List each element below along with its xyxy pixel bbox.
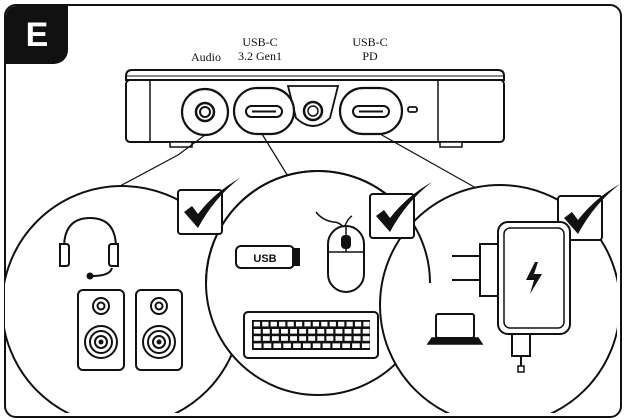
keyboard-key <box>281 336 288 341</box>
keyboard-key <box>317 329 325 334</box>
check-icon <box>369 182 432 239</box>
keyboard-key <box>321 321 328 327</box>
power-adapter-icon <box>452 221 571 373</box>
keyboard-key <box>332 343 341 348</box>
keyboard-key <box>290 329 297 334</box>
keyboard-key <box>326 336 334 341</box>
keyboard-key <box>363 321 370 327</box>
keyboard-key <box>253 321 261 327</box>
usb-c-gen1-port <box>232 86 296 136</box>
keyboard-key <box>299 329 307 334</box>
keyboard-key <box>362 336 370 341</box>
keyboard-key <box>253 336 261 341</box>
keyboard-key <box>335 329 343 334</box>
status-led <box>407 106 418 113</box>
keyboard-key <box>353 329 361 334</box>
keyboard-key <box>271 336 279 341</box>
keyboard-key <box>329 321 336 327</box>
keyboard-key <box>253 329 261 334</box>
audio-port-label: Audio <box>191 50 221 64</box>
keyboard-icon <box>243 311 379 359</box>
usb-stick-label: USB <box>253 253 276 265</box>
keyboard-key <box>263 343 272 348</box>
keyboard-key <box>273 343 282 348</box>
keyboard-key <box>253 343 262 348</box>
keyboard-key <box>262 336 270 341</box>
keyboard-key <box>344 336 352 341</box>
audio-port <box>180 87 230 137</box>
keyboard-key <box>279 321 286 327</box>
power-button <box>302 100 324 122</box>
keyboard-key <box>361 343 370 348</box>
keyboard-key <box>281 329 288 334</box>
keyboard-key <box>262 329 270 334</box>
keyboard-key <box>304 321 311 327</box>
keyboard-key <box>262 321 269 327</box>
usb-stick-icon: USB <box>235 245 300 269</box>
keyboard-key <box>326 329 334 334</box>
keyboard-key <box>312 321 320 327</box>
keyboard-key <box>354 321 362 327</box>
keyboard-key <box>322 343 331 348</box>
speaker-icon <box>77 289 125 371</box>
usb-c-pd-port <box>338 86 404 136</box>
keyboard-key <box>287 321 294 327</box>
keyboard-key <box>290 336 297 341</box>
speaker-icon <box>135 289 183 371</box>
keyboard-key <box>295 321 303 327</box>
check-icon <box>177 178 240 235</box>
keyboard-key <box>312 343 321 348</box>
mouse-icon <box>315 211 365 293</box>
keyboard-key <box>352 343 360 348</box>
step-badge: E <box>6 6 68 64</box>
headset-icon <box>59 216 119 280</box>
keyboard-key <box>308 336 316 341</box>
keyboard-key <box>362 329 370 334</box>
laptop-icon <box>426 313 484 345</box>
keyboard-key <box>271 329 279 334</box>
keyboard-key <box>335 336 343 341</box>
keyboard-key <box>299 336 307 341</box>
keyboard-key <box>302 343 311 348</box>
keyboard-key <box>308 329 316 334</box>
keyboard-key <box>338 321 345 327</box>
keyboard-key <box>342 343 350 348</box>
keyboard-key <box>293 343 301 348</box>
keyboard-key <box>353 336 361 341</box>
keyboard-key <box>344 329 352 334</box>
keyboard-key <box>283 343 291 348</box>
usb-c-gen1-port-label: USB-C 3.2 Gen1 <box>238 35 282 63</box>
keyboard-key <box>270 321 277 327</box>
keyboard-key <box>317 336 325 341</box>
keyboard-key <box>346 321 353 327</box>
usb-c-pd-port-label: USB-C PD <box>352 35 388 63</box>
